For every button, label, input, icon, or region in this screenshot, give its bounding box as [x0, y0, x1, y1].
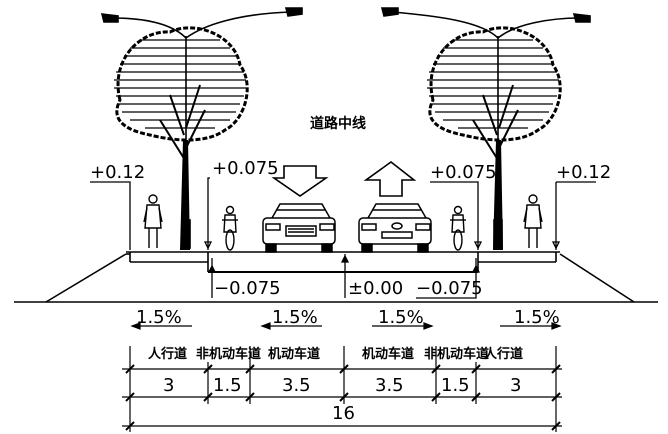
elevation-inner-left: +0.075 — [212, 158, 279, 179]
slope-label: 1.5% — [378, 307, 424, 328]
lane-name: 人行道 — [148, 346, 187, 362]
tree-icon — [114, 26, 249, 250]
embankment-left — [45, 253, 127, 303]
lane-name: 机动车道 — [268, 346, 320, 362]
arrow-up-icon — [363, 160, 417, 197]
elevation-markers — [90, 177, 596, 299]
elevation-outer-right: +0.12 — [556, 162, 611, 183]
car-icon — [262, 203, 336, 253]
pedestrian-icon — [523, 194, 543, 248]
street-lamp-icon — [100, 7, 303, 249]
slope-label: 1.5% — [272, 307, 318, 328]
lane-width: 3 — [163, 375, 174, 396]
elevation-gutter-left: −0.075 — [214, 278, 281, 299]
car-icon — [358, 203, 432, 253]
lane-name: 机动车道 — [362, 346, 414, 362]
lane-name: 人行道 — [484, 346, 523, 362]
elevation-gutter-right: −0.075 — [416, 278, 483, 299]
dimension-lines — [122, 346, 562, 432]
lane-width: 3 — [510, 375, 521, 396]
slope-arrows — [130, 322, 562, 330]
cyclist-icon — [450, 205, 466, 251]
slope-label: 1.5% — [136, 307, 182, 328]
total-width: 16 — [332, 403, 355, 424]
centerline-label: 道路中线 — [310, 115, 366, 132]
elevation-inner-right: +0.075 — [430, 162, 497, 183]
arrow-down-icon — [271, 165, 329, 197]
lane-name: 非机动车道 — [424, 346, 489, 362]
tree-icon — [427, 26, 562, 250]
pedestrian-icon — [143, 194, 163, 248]
lane-width: 3.5 — [375, 375, 404, 396]
elevation-outer-left: +0.12 — [90, 162, 145, 183]
slope-label: 1.5% — [514, 307, 560, 328]
embankment-right — [559, 253, 635, 303]
cyclist-icon — [222, 205, 238, 251]
lane-width: 1.5 — [441, 375, 470, 396]
lane-name: 非机动车道 — [196, 346, 261, 362]
lane-width: 3.5 — [282, 375, 311, 396]
lane-width: 1.5 — [213, 375, 242, 396]
road-structure — [14, 251, 658, 303]
street-lamp-icon — [380, 7, 591, 249]
elevation-center: ±0.00 — [348, 278, 403, 299]
